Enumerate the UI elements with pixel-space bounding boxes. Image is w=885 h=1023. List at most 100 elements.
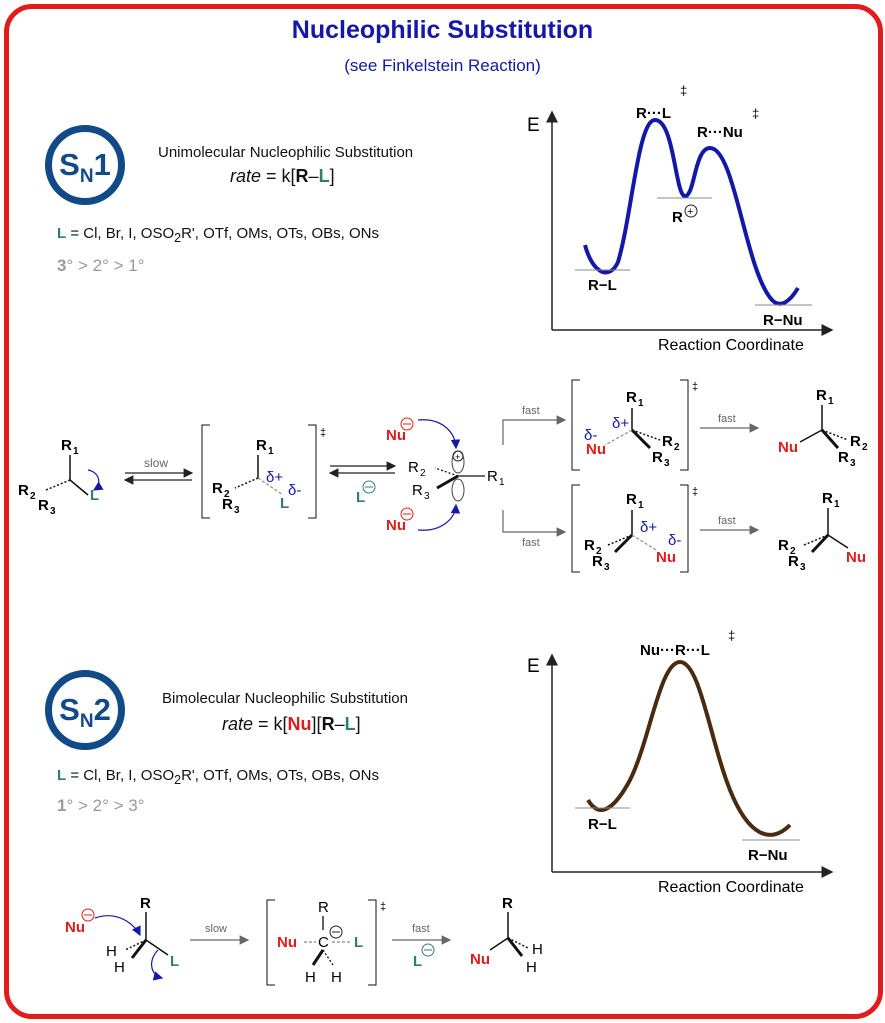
sn1-cation-charge-icon — [684, 204, 698, 218]
svg-text:2: 2 — [674, 442, 680, 453]
svg-text:L: L — [90, 487, 99, 504]
svg-text:L: L — [354, 934, 363, 951]
svg-text:R: R — [662, 433, 673, 450]
svg-text:R: R — [652, 449, 663, 466]
sn2-reaction-coordinate-label: Reaction Coordinate — [658, 879, 804, 896]
svg-text:R: R — [584, 537, 595, 554]
sn1-intermediate-label: R — [672, 209, 683, 226]
svg-text:R: R — [412, 482, 423, 499]
sn2-mechanism: Nu R H H L slow ‡ R C Nu — [65, 895, 543, 986]
svg-text:H: H — [114, 959, 125, 976]
svg-text:R: R — [212, 480, 223, 497]
sn1-fast-label-4: fast — [718, 515, 736, 527]
page-subtitle: (see Finkelstein Reaction) — [344, 56, 541, 75]
svg-text:R: R — [838, 449, 849, 466]
sn2-transition-state: ‡ R C Nu L H H — [266, 899, 386, 986]
sn1-energy-axis-label: E — [527, 115, 540, 136]
sn2-substrate: Nu R H H L — [65, 895, 179, 981]
svg-text:R: R — [626, 491, 637, 508]
svg-text:δ+: δ+ — [266, 469, 283, 486]
svg-text:Nu: Nu — [386, 517, 406, 534]
svg-text:1: 1 — [268, 446, 274, 457]
svg-text:R: R — [816, 387, 827, 404]
svg-text:3: 3 — [234, 505, 240, 516]
svg-text:R: R — [778, 537, 789, 554]
sn1-energy-diagram: E Reaction Coordinate R−L R + R−Nu R···L… — [527, 83, 834, 354]
svg-text:δ+: δ+ — [612, 415, 629, 432]
sn2-badge: SN2 — [45, 670, 125, 750]
svg-text:2: 2 — [790, 546, 796, 557]
svg-text:3: 3 — [664, 458, 670, 469]
svg-text:1: 1 — [828, 396, 834, 407]
sn2-slow-label: slow — [205, 923, 227, 935]
svg-text:R: R — [38, 497, 49, 514]
sn2-ts-dagger: ‡ — [728, 628, 735, 643]
svg-text:L: L — [170, 953, 179, 970]
svg-text:2: 2 — [420, 468, 426, 479]
svg-text:δ-: δ- — [584, 427, 597, 444]
sn2-start-label: R−L — [588, 816, 617, 833]
svg-text:R: R — [61, 437, 72, 454]
sn2-rate-law: rate = k[Nu][R–L] — [222, 714, 361, 734]
sn2-ts-label: Nu···R···L — [640, 642, 710, 659]
svg-text:‡: ‡ — [380, 901, 386, 913]
sn1-start-label: R−L — [588, 277, 617, 294]
svg-text:3: 3 — [424, 491, 430, 502]
sn2-energy-curve — [586, 659, 792, 837]
sn1-leaving-groups: L = Cl, Br, I, OSO2R', OTf, OMs, OTs, OB… — [57, 225, 379, 245]
sn1-ts2-label: R···Nu — [697, 124, 743, 141]
page-title: Nucleophilic Substitution — [291, 16, 594, 44]
svg-text:R: R — [822, 490, 833, 507]
sn1-substrate-order: 3° > 2° > 1° — [57, 256, 145, 275]
svg-text:R: R — [222, 496, 233, 513]
svg-text:Nu: Nu — [656, 549, 676, 566]
sn1-ts2-dagger: ‡ — [752, 106, 759, 121]
svg-text:L: L — [356, 489, 365, 506]
sn1-slow-label: slow — [144, 456, 168, 470]
sn2-energy-diagram: E Reaction Coordinate R−L R−Nu Nu···R···… — [527, 628, 834, 896]
svg-text:R: R — [256, 437, 267, 454]
svg-text:R: R — [788, 553, 799, 570]
svg-text:H: H — [532, 941, 543, 958]
sn1-fast-label-3: fast — [718, 413, 736, 425]
svg-text:2: 2 — [596, 546, 602, 557]
svg-text:R: R — [592, 553, 603, 570]
svg-text:2: 2 — [862, 442, 868, 453]
svg-text:3: 3 — [850, 458, 856, 469]
sn2-name: Bimolecular Nucleophilic Substitution — [162, 690, 408, 707]
svg-text:+: + — [455, 452, 460, 462]
svg-text:2: 2 — [30, 491, 36, 502]
svg-text:R: R — [140, 895, 151, 912]
svg-text:Nu: Nu — [846, 549, 866, 566]
sn2-product: R Nu H H — [470, 895, 543, 976]
sn1-rate-law: rate = k[R–L] — [230, 166, 335, 186]
svg-text:δ+: δ+ — [640, 519, 657, 536]
sn1-badge: SN1 — [45, 125, 125, 205]
svg-text:H: H — [106, 943, 117, 960]
sn1-ts1-label: R···L — [636, 105, 671, 122]
svg-text:1: 1 — [834, 499, 840, 510]
sn1-fast-label-2: fast — [522, 537, 540, 549]
svg-text:1: 1 — [499, 477, 505, 488]
sn2-energy-axis-label: E — [527, 656, 540, 677]
svg-text:Nu: Nu — [386, 427, 406, 444]
svg-text:1: 1 — [73, 446, 79, 457]
svg-text:3: 3 — [800, 562, 806, 573]
svg-text:H: H — [526, 959, 537, 976]
svg-text:δ-: δ- — [288, 482, 301, 499]
svg-text:R: R — [18, 482, 29, 499]
svg-text:L: L — [280, 495, 289, 512]
svg-text:‡: ‡ — [692, 486, 698, 498]
svg-text:δ-: δ- — [668, 532, 681, 549]
svg-text:2: 2 — [224, 489, 230, 500]
svg-text:1: 1 — [638, 398, 644, 409]
sn1-end-label: R−Nu — [763, 312, 803, 329]
svg-text:R: R — [408, 459, 419, 476]
